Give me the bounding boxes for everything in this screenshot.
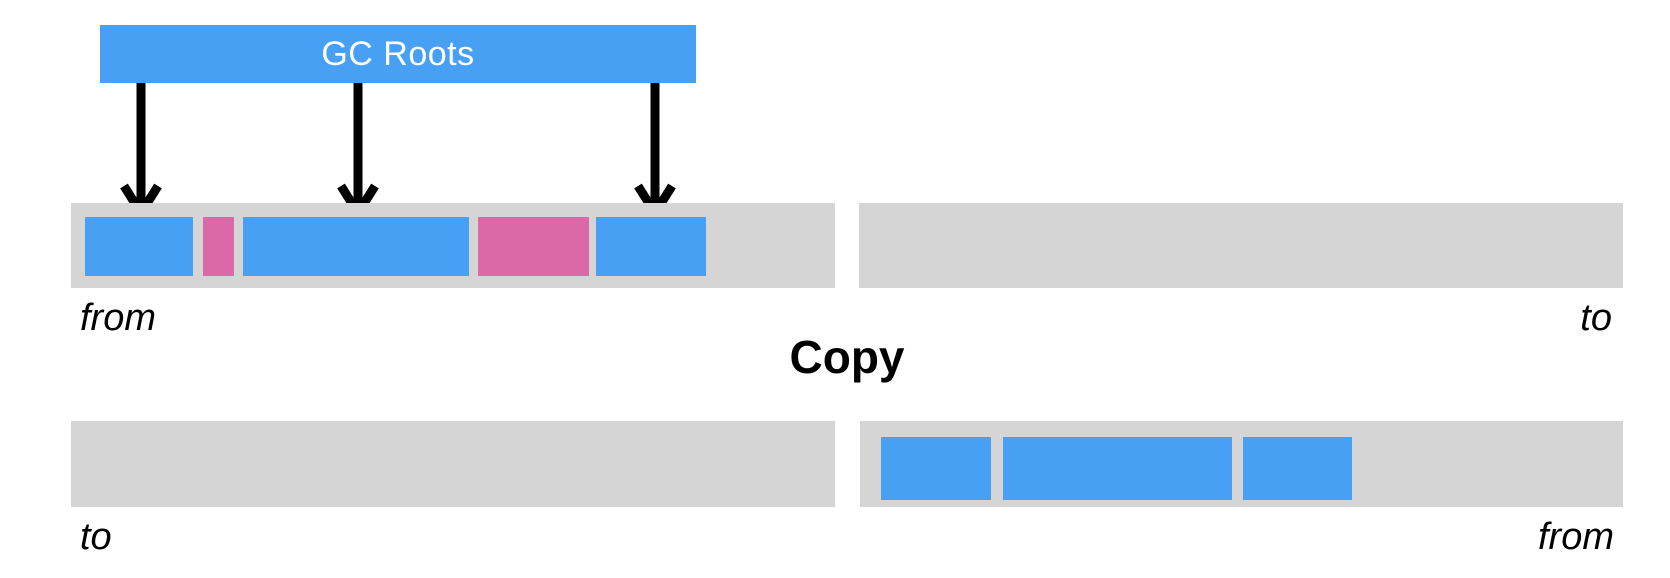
live-object-block xyxy=(881,437,991,500)
live-object-block xyxy=(1003,437,1232,500)
live-object-block xyxy=(243,217,469,276)
live-object-block xyxy=(85,217,193,276)
to-space-before-copy xyxy=(859,203,1623,288)
from-label-top: from xyxy=(80,297,156,339)
gc-roots-box: GC Roots xyxy=(100,25,696,83)
garbage-object-block xyxy=(478,217,589,276)
from-label-bottom: from xyxy=(1538,516,1614,558)
live-object-block xyxy=(596,217,706,276)
live-object-block xyxy=(1243,437,1352,500)
to-label-top: to xyxy=(1580,297,1612,339)
garbage-object-block xyxy=(203,217,234,276)
to-label-bottom: to xyxy=(80,516,112,558)
from-space-after-copy xyxy=(860,421,1623,507)
to-space-after-copy xyxy=(71,421,835,507)
from-space-before-copy xyxy=(71,203,835,288)
copy-step-label: Copy xyxy=(789,331,905,383)
